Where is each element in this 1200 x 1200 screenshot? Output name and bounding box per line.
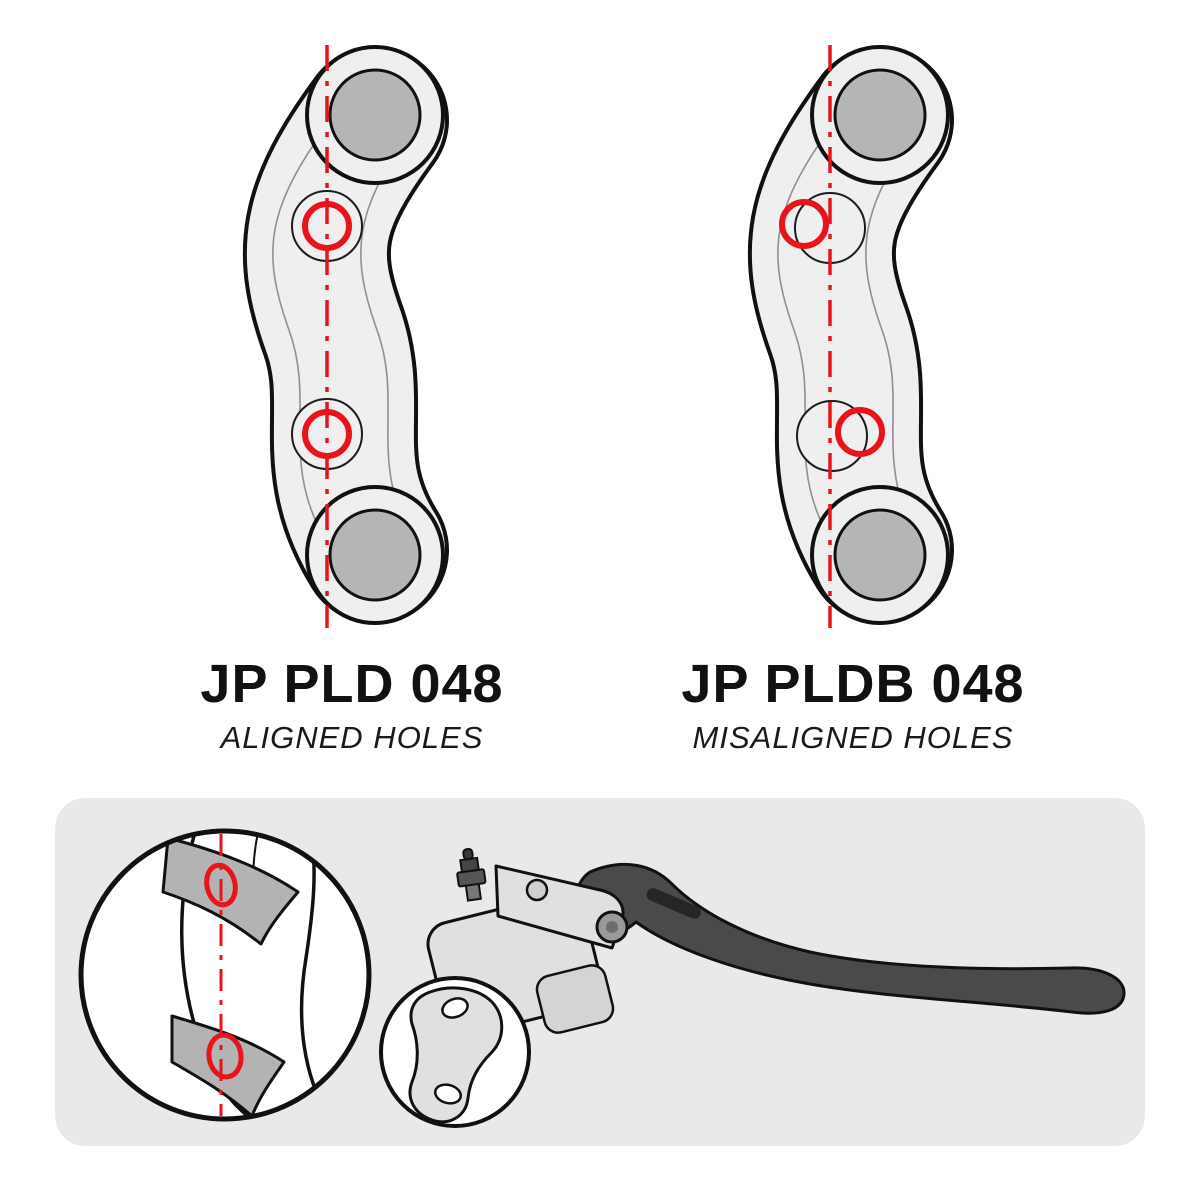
clamp-hole-bottom [433, 1083, 463, 1105]
bracket-body [751, 50, 950, 620]
bracket-contour-line-left [272, 119, 332, 551]
magnified-content [161, 831, 338, 1119]
misaligned-part-title: JP PLDB 048 [681, 654, 1024, 714]
bracket-contour-line-right [865, 119, 925, 551]
master-cylinder-piston-housing [535, 964, 615, 1034]
bracket-contour-line-right [360, 119, 420, 551]
magnified-wedge-top [161, 836, 300, 946]
pivot-bolt-center [606, 921, 618, 933]
mounting-boss-bottom-bore [328, 508, 422, 602]
alignment-hole-top-offset [779, 199, 829, 249]
mounting-boss-top-bore [328, 68, 422, 162]
bracket-contour-line-left [777, 119, 837, 551]
bleed-valve-ribs [459, 856, 480, 874]
lever-assembly [379, 847, 1126, 1128]
lever-slot-cutout [646, 888, 702, 919]
bracket-diagram-aligned [242, 45, 449, 628]
aligned-part-subtitle: ALIGNED HOLES [219, 720, 484, 755]
magnified-hole-top [204, 862, 238, 908]
detail-magnifier-circle-icon [78, 828, 372, 1122]
clamp-hole-top [441, 997, 469, 1019]
clamp-piece [408, 986, 504, 1124]
magnified-wedge-bottom [170, 1014, 286, 1118]
bleed-valve-icon [456, 847, 487, 902]
mounting-boss-top-bore [833, 68, 927, 162]
bracket-hole [525, 878, 549, 902]
magnifier-detail [78, 828, 372, 1122]
mounting-boss-bottom-bore [833, 508, 927, 602]
misaligned-part-subtitle: MISALIGNED HOLES [693, 720, 1014, 755]
bracket-diagram-misaligned [747, 45, 954, 628]
bleed-valve-tip [462, 847, 474, 861]
alignment-hole-bottom-offset [835, 407, 885, 457]
aligned-part-title: JP PLD 048 [200, 654, 503, 714]
detail-panel [55, 798, 1145, 1146]
brake-lever-blade [574, 862, 1126, 1015]
